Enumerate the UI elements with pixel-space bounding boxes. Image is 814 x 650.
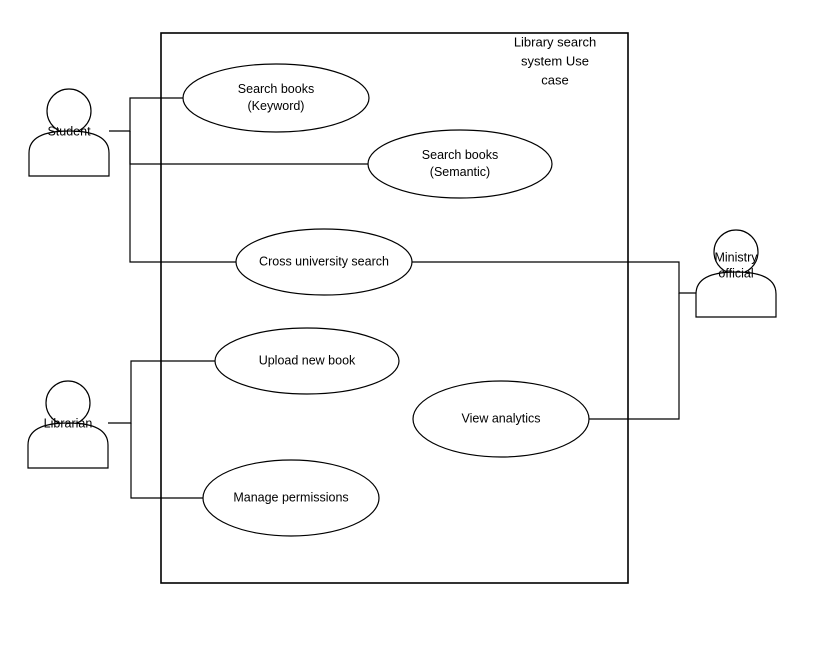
system-boundary-title: Library search system Use case bbox=[514, 34, 596, 87]
actor-label-student: Student bbox=[47, 124, 91, 138]
use-case-label-view-analytics-line: View analytics bbox=[462, 411, 541, 425]
use-case-view-analytics[interactable]: View analytics bbox=[412, 380, 590, 458]
association-librarian-to-upload-new-book bbox=[108, 360, 216, 424]
actor-label-ministry-official: Ministry official bbox=[714, 250, 758, 280]
system-boundary-title-text-line: case bbox=[541, 72, 568, 87]
use-case-label-search-books-keyword-line: (Keyword) bbox=[248, 99, 305, 113]
use-case-nodes: Search books (Keyword) Search books (Semant… bbox=[182, 63, 590, 537]
actor-label-student-line: Student bbox=[47, 124, 91, 138]
actor-ministry-official[interactable]: Ministry official bbox=[695, 229, 777, 318]
use-case-ellipse-manage-permissions[interactable] bbox=[202, 459, 380, 537]
system-boundary-title-text-line: system Use bbox=[521, 53, 589, 68]
use-case-search-books-semantic[interactable]: Search books (Semantic) bbox=[367, 129, 553, 199]
system-boundary-box bbox=[160, 32, 629, 584]
use-case-label-search-books-keyword: Search books (Keyword) bbox=[238, 82, 314, 113]
use-case-cross-university-search[interactable]: Cross university search bbox=[235, 228, 413, 296]
use-case-label-cross-university-search: Cross university search bbox=[259, 254, 389, 268]
use-case-label-manage-permissions-line: Manage permissions bbox=[233, 490, 348, 504]
actor-body-icon-ministry-official bbox=[695, 271, 777, 318]
actor-student[interactable]: Student bbox=[28, 88, 110, 177]
use-case-label-search-books-semantic-line: Search books bbox=[422, 148, 498, 162]
system-boundary-title-text-line: Library search bbox=[514, 34, 596, 49]
use-case-manage-permissions[interactable]: Manage permissions bbox=[202, 459, 380, 537]
actor-body-icon-student bbox=[28, 130, 110, 177]
use-case-ellipse-search-books-semantic[interactable] bbox=[367, 129, 553, 199]
use-case-label-search-books-keyword-line: Search books bbox=[238, 82, 314, 96]
actor-label-ministry-official-line: Ministry bbox=[714, 250, 758, 264]
use-case-ellipse-view-analytics[interactable] bbox=[412, 380, 590, 458]
use-case-label-search-books-semantic-line: (Semantic) bbox=[430, 165, 490, 179]
actor-label-librarian: Librarian bbox=[44, 416, 93, 430]
association-librarian-to-manage-permissions bbox=[130, 423, 204, 499]
system-boundary-title-text: Library search system Use case bbox=[514, 34, 596, 87]
use-case-upload-new-book[interactable]: Upload new book bbox=[214, 327, 400, 395]
association-student-to-search-semantic bbox=[129, 131, 368, 165]
actor-librarian[interactable]: Librarian bbox=[27, 380, 109, 469]
use-case-ellipse-upload-new-book[interactable] bbox=[214, 327, 400, 395]
use-case-label-cross-university-search-line: Cross university search bbox=[259, 254, 389, 268]
use-case-label-upload-new-book-line: Upload new book bbox=[259, 353, 356, 367]
use-case-search-books-keyword[interactable]: Search books (Keyword) bbox=[182, 63, 370, 133]
use-case-label-upload-new-book: Upload new book bbox=[259, 353, 356, 367]
actor-body-icon-librarian bbox=[27, 422, 109, 469]
association-cross-university-to-ministry bbox=[412, 261, 696, 294]
actor-label-ministry-official-line: official bbox=[718, 266, 753, 280]
use-case-label-manage-permissions: Manage permissions bbox=[233, 490, 348, 504]
use-case-ellipse-search-books-keyword[interactable] bbox=[182, 63, 370, 133]
association-connectors bbox=[108, 97, 696, 499]
association-view-analytics-to-ministry bbox=[589, 293, 680, 420]
use-case-ellipse-cross-university-search[interactable] bbox=[235, 228, 413, 296]
use-case-label-search-books-semantic: Search books (Semantic) bbox=[422, 148, 498, 179]
association-student-to-search-keyword bbox=[109, 97, 184, 132]
use-case-label-view-analytics: View analytics bbox=[462, 411, 541, 425]
association-student-to-cross-university bbox=[129, 131, 237, 263]
actor-label-librarian-line: Librarian bbox=[44, 416, 93, 430]
